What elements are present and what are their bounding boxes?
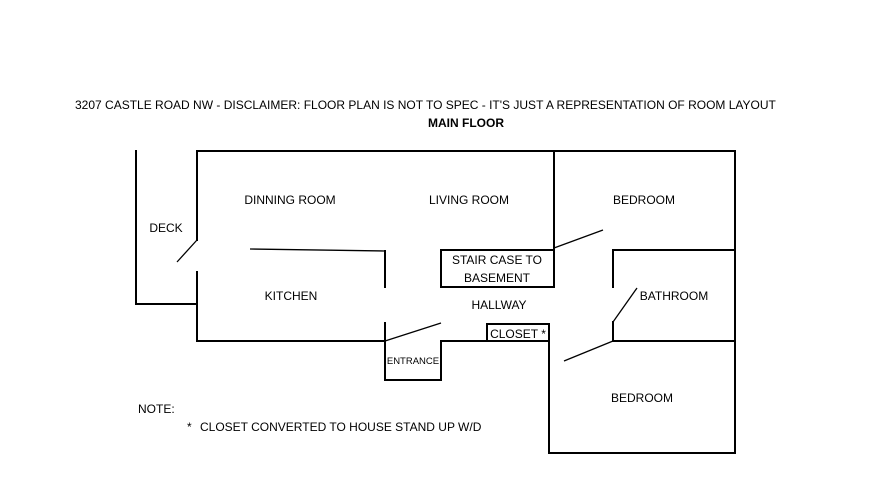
room-label-staircase-line2: BASEMENT [464, 271, 531, 285]
room-label-kitchen: KITCHEN [265, 289, 318, 303]
room-label-closet: CLOSET * [490, 327, 546, 341]
room-label-living-room: LIVING ROOM [429, 193, 509, 207]
entrance-door [384, 322, 442, 342]
room-label-deck: DECK [149, 221, 182, 235]
interior-walls [384, 150, 736, 342]
outer-walls [196, 150, 736, 454]
note-marker: * [187, 420, 192, 434]
dining-kitchen-divider [249, 248, 386, 252]
floor-title: MAIN FLOOR [428, 116, 504, 130]
room-label-hallway: HALLWAY [471, 298, 526, 312]
note-heading: NOTE: [138, 402, 175, 416]
bedroom-top-door [553, 229, 604, 249]
room-label-entrance: ENTRANCE [387, 356, 439, 367]
bathroom-door [612, 287, 638, 323]
room-label-bedroom-top: BEDROOM [613, 193, 675, 207]
deck-walls [135, 150, 198, 305]
disclaimer-text: 3207 CASTLE ROAD NW - DISCLAIMER: FLOOR … [75, 98, 777, 112]
deck-door [176, 239, 198, 263]
bedroom-bottom-door [563, 340, 614, 362]
room-label-staircase-line1: STAIR CASE TO [452, 253, 542, 267]
room-label-bathroom: BATHROOM [640, 289, 708, 303]
entrance-walls [384, 340, 442, 381]
door-swings [176, 229, 638, 362]
room-label-bedroom-bottom: BEDROOM [611, 391, 673, 405]
room-label-dining-room: DINNING ROOM [244, 193, 335, 207]
note-text: CLOSET CONVERTED TO HOUSE STAND UP W/D [200, 420, 482, 434]
